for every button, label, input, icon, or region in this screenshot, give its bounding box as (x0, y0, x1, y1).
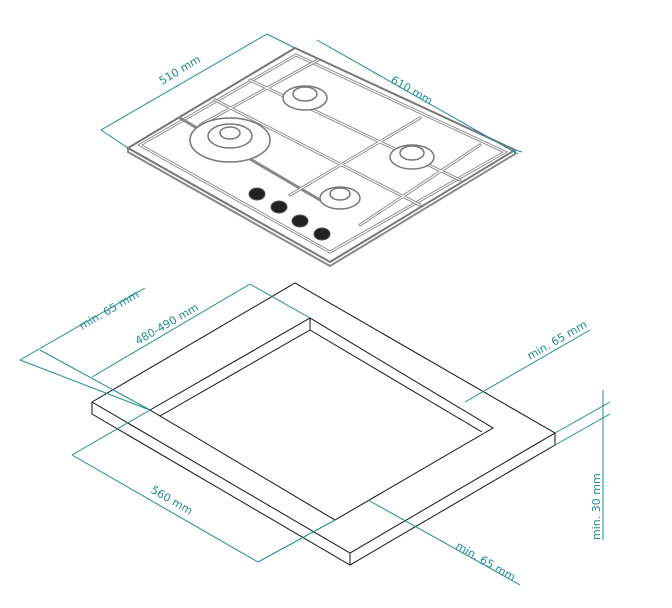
label-cutout-depth: 480-490 mm (133, 301, 201, 348)
control-knobs (248, 187, 331, 241)
hob-dimension-lines (100, 33, 523, 155)
knob-icon (248, 187, 266, 201)
knob-icon (270, 200, 288, 214)
burner-wok-icon (189, 117, 271, 163)
label-min-side: min. 65 mm (525, 318, 589, 363)
cutout-dimension-lines (19, 283, 611, 586)
burners (189, 85, 435, 210)
burner-rear-icon (282, 85, 328, 111)
cutout (149, 317, 494, 521)
burner-right-icon (389, 144, 435, 170)
knob-icon (291, 214, 309, 228)
label-min-thickness: min. 30 mm (590, 473, 603, 540)
label-hob-depth: 510 mm (157, 53, 203, 88)
label-min-front: min. 65 mm (454, 539, 518, 584)
burner-front-icon (319, 186, 361, 210)
label-min-back: min. 65 mm (77, 288, 141, 333)
gas-hob (126, 46, 518, 268)
knob-icon (313, 227, 331, 241)
